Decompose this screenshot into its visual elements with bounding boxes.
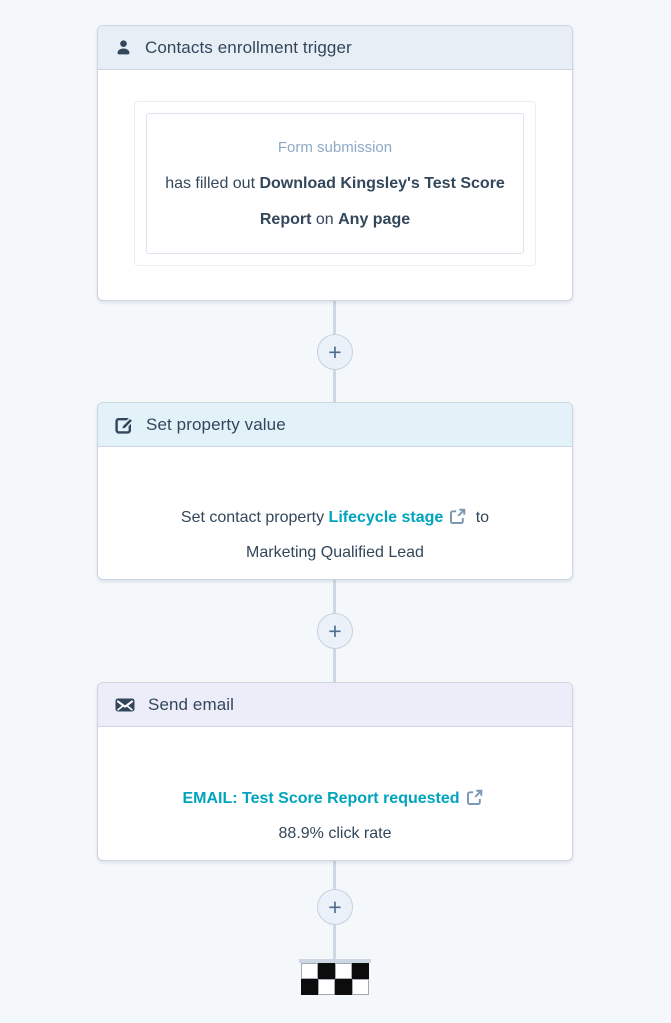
enrollment-trigger-body: Form submission has filled out Download …	[98, 70, 572, 300]
card-title: Contacts enrollment trigger	[145, 37, 352, 57]
criteria-segment: has filled out	[165, 174, 260, 192]
external-link-icon[interactable]	[466, 789, 483, 806]
property-value: Marketing Qualified Lead	[246, 544, 424, 561]
end-marker-top-bar	[299, 959, 371, 963]
set-property-header: Set property value	[98, 403, 572, 447]
criteria-inner-box: Form submission has filled out Download …	[146, 113, 524, 254]
criteria-outer-box: Form submission has filled out Download …	[134, 101, 536, 266]
set-property-line-1: Set contact property Lifecycle stage to	[181, 500, 489, 535]
action-prefix: Set contact property	[180, 509, 329, 526]
flag-cell	[335, 963, 352, 979]
external-link-icon[interactable]	[449, 508, 466, 525]
send-email-card[interactable]: Send email EMAIL: Test Score Report requ…	[97, 682, 573, 861]
user-icon	[117, 40, 130, 55]
enrollment-trigger-header: Contacts enrollment trigger	[98, 26, 572, 70]
flag-cell	[335, 979, 352, 995]
flag-cell	[301, 963, 318, 979]
card-title: Set property value	[146, 414, 286, 434]
flag-cell	[318, 963, 335, 979]
set-property-card[interactable]: Set property value Set contact property …	[97, 402, 573, 580]
email-link-line: EMAIL: Test Score Report requested	[182, 781, 487, 816]
criteria-text: has filled out Download Kingsley's Test …	[163, 166, 508, 238]
add-step-button-3[interactable]: +	[317, 889, 353, 925]
edit-icon	[115, 417, 133, 434]
flag-cell	[352, 963, 369, 979]
add-step-button-2[interactable]: +	[317, 613, 353, 649]
flag-cell	[352, 979, 369, 995]
plus-icon: +	[328, 338, 342, 365]
checkered-flag-end-marker	[301, 963, 369, 995]
enrollment-trigger-card[interactable]: Contacts enrollment trigger Form submiss…	[97, 25, 573, 301]
add-step-button-1[interactable]: +	[317, 334, 353, 370]
send-email-header: Send email	[98, 683, 572, 727]
card-title: Send email	[148, 694, 235, 714]
plus-icon: +	[328, 893, 342, 920]
property-link[interactable]: Lifecycle stage	[328, 509, 444, 526]
flag-cell	[301, 979, 318, 995]
criteria-segment: on	[311, 210, 339, 228]
criteria-type-label: Form submission	[277, 138, 393, 156]
criteria-page-value: Any page	[338, 210, 411, 228]
set-property-body: Set contact property Lifecycle stage to …	[98, 447, 572, 623]
action-suffix: to	[471, 509, 490, 526]
email-icon	[115, 698, 135, 711]
plus-icon: +	[328, 617, 342, 644]
flag-cell	[318, 979, 335, 995]
email-click-rate: 88.9% click rate	[278, 824, 392, 842]
send-email-body: EMAIL: Test Score Report requested 88.9%…	[98, 727, 572, 904]
criteria-form-name: Download Kingsley's Test Score Report	[259, 174, 505, 228]
email-link[interactable]: EMAIL: Test Score Report requested	[182, 789, 460, 807]
